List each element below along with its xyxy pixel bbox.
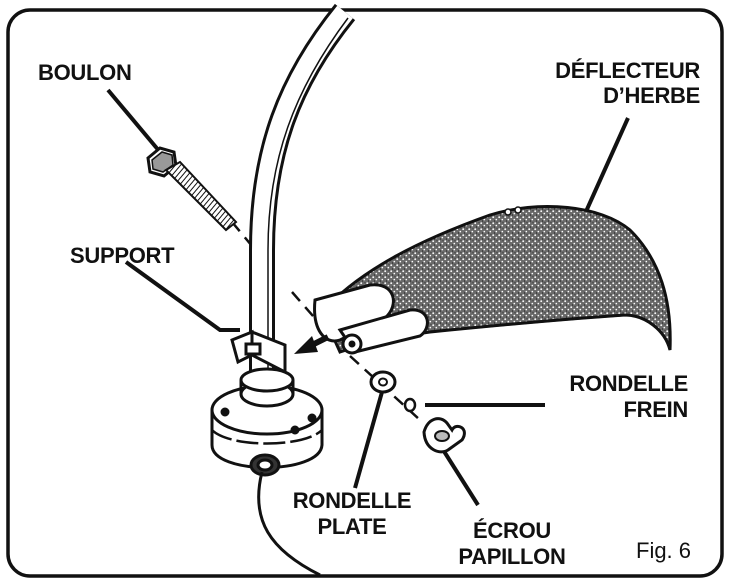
wing-nut (422, 417, 466, 454)
support-bracket (230, 329, 287, 375)
trimmer-head (210, 367, 324, 477)
label-lock-washer-line1: RONDELLE (569, 371, 688, 396)
trimmer-shaft (249, 3, 356, 380)
label-deflector-line2: D’HERBE (603, 83, 700, 108)
label-flat-washer-line1: RONDELLE (292, 488, 412, 513)
trimmer-line (257, 471, 321, 577)
label-support: SUPPORT (70, 243, 175, 268)
grass-deflector (313, 205, 672, 355)
label-wing-nut-line2: PAPILLON (458, 544, 566, 569)
insert-arrow (294, 334, 330, 354)
label-lock-washer-line2: FREIN (623, 397, 688, 422)
lock-washer (403, 397, 417, 413)
label-bolt: BOULON (38, 60, 132, 85)
label-deflector-line1: DÉFLECTEUR (555, 58, 700, 83)
label-flat-washer-line2: PLATE (317, 514, 387, 539)
leader-lines (106, 88, 630, 507)
figure-number: Fig. 6 (636, 538, 692, 563)
bolt (146, 146, 238, 232)
label-wing-nut-line1: ÉCROU (473, 518, 551, 543)
flat-washer (369, 370, 397, 394)
